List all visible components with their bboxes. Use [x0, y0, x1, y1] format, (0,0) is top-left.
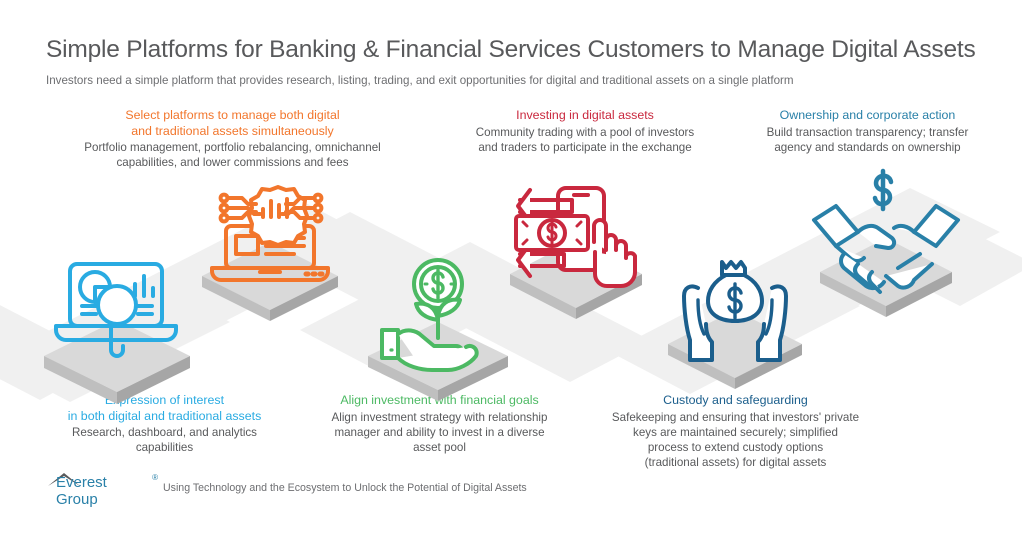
text-block-align-investment: Align investment with financial goals Al…	[297, 393, 582, 455]
block-heading: Ownership and corporate action	[779, 108, 956, 122]
block-body: Portfolio management, portfolio rebalanc…	[84, 141, 381, 169]
block-body: Research, dashboard, and analytics capab…	[72, 426, 257, 454]
block-body: Build transaction transparency; transfer…	[766, 125, 969, 154]
mobile-trading-icon	[514, 186, 637, 288]
text-block-ownership-corporate-action: Ownership and corporate action Build tra…	[730, 108, 1005, 155]
stage-custody-safeguarding	[658, 248, 810, 389]
stage-expression-of-interest	[30, 258, 205, 404]
mountain-peak-icon	[48, 473, 80, 486]
hands-money-bag-icon	[682, 260, 788, 362]
block-heading: Expression of interest in both digital a…	[67, 393, 262, 423]
footer-tagline: Using Technology and the Ecosystem to Un…	[163, 482, 527, 494]
laptop-analytics-icon	[54, 262, 178, 358]
block-heading: Investing in digital assets	[516, 108, 654, 122]
stage-investing-digital-assets	[496, 182, 651, 319]
stage-align-investment	[352, 258, 524, 401]
page-title: Simple Platforms for Banking & Financial…	[46, 36, 976, 63]
everest-group-logo: Everest Group ®	[46, 470, 158, 508]
block-body: Community trading with a pool of investo…	[475, 125, 695, 154]
block-body: Align investment strategy with relations…	[331, 410, 548, 454]
block-body: Safekeeping and ensuring that investors'…	[611, 410, 860, 469]
laptop-gear-icon	[210, 185, 330, 282]
stage-ownership-corporate-action	[806, 168, 966, 317]
block-heading: Select platforms to manage both digital …	[125, 108, 340, 138]
stage-select-platforms	[188, 185, 353, 321]
footer: Everest Group ® Using Technology and the…	[46, 470, 527, 508]
handshake-hands	[812, 204, 960, 294]
brand-name: Everest Group	[56, 474, 107, 508]
registered-mark: ®	[152, 473, 158, 482]
platform-pedestal	[202, 242, 338, 321]
page-subtitle: Investors need a simple platform that pr…	[46, 74, 794, 87]
text-block-custody-safeguarding: Custody and safeguarding Safekeeping and…	[588, 393, 883, 470]
header: Simple Platforms for Banking & Financial…	[46, 36, 986, 87]
text-block-select-platforms: Select platforms to manage both digital …	[60, 108, 405, 170]
block-heading: Custody and safeguarding	[663, 393, 808, 407]
text-block-expression-of-interest: Expression of interest in both digital a…	[42, 393, 287, 455]
text-block-investing-digital-assets: Investing in digital assets Community tr…	[440, 108, 730, 155]
handshake-dollar-icon	[872, 168, 894, 212]
hand-money-plant-icon	[380, 258, 479, 372]
